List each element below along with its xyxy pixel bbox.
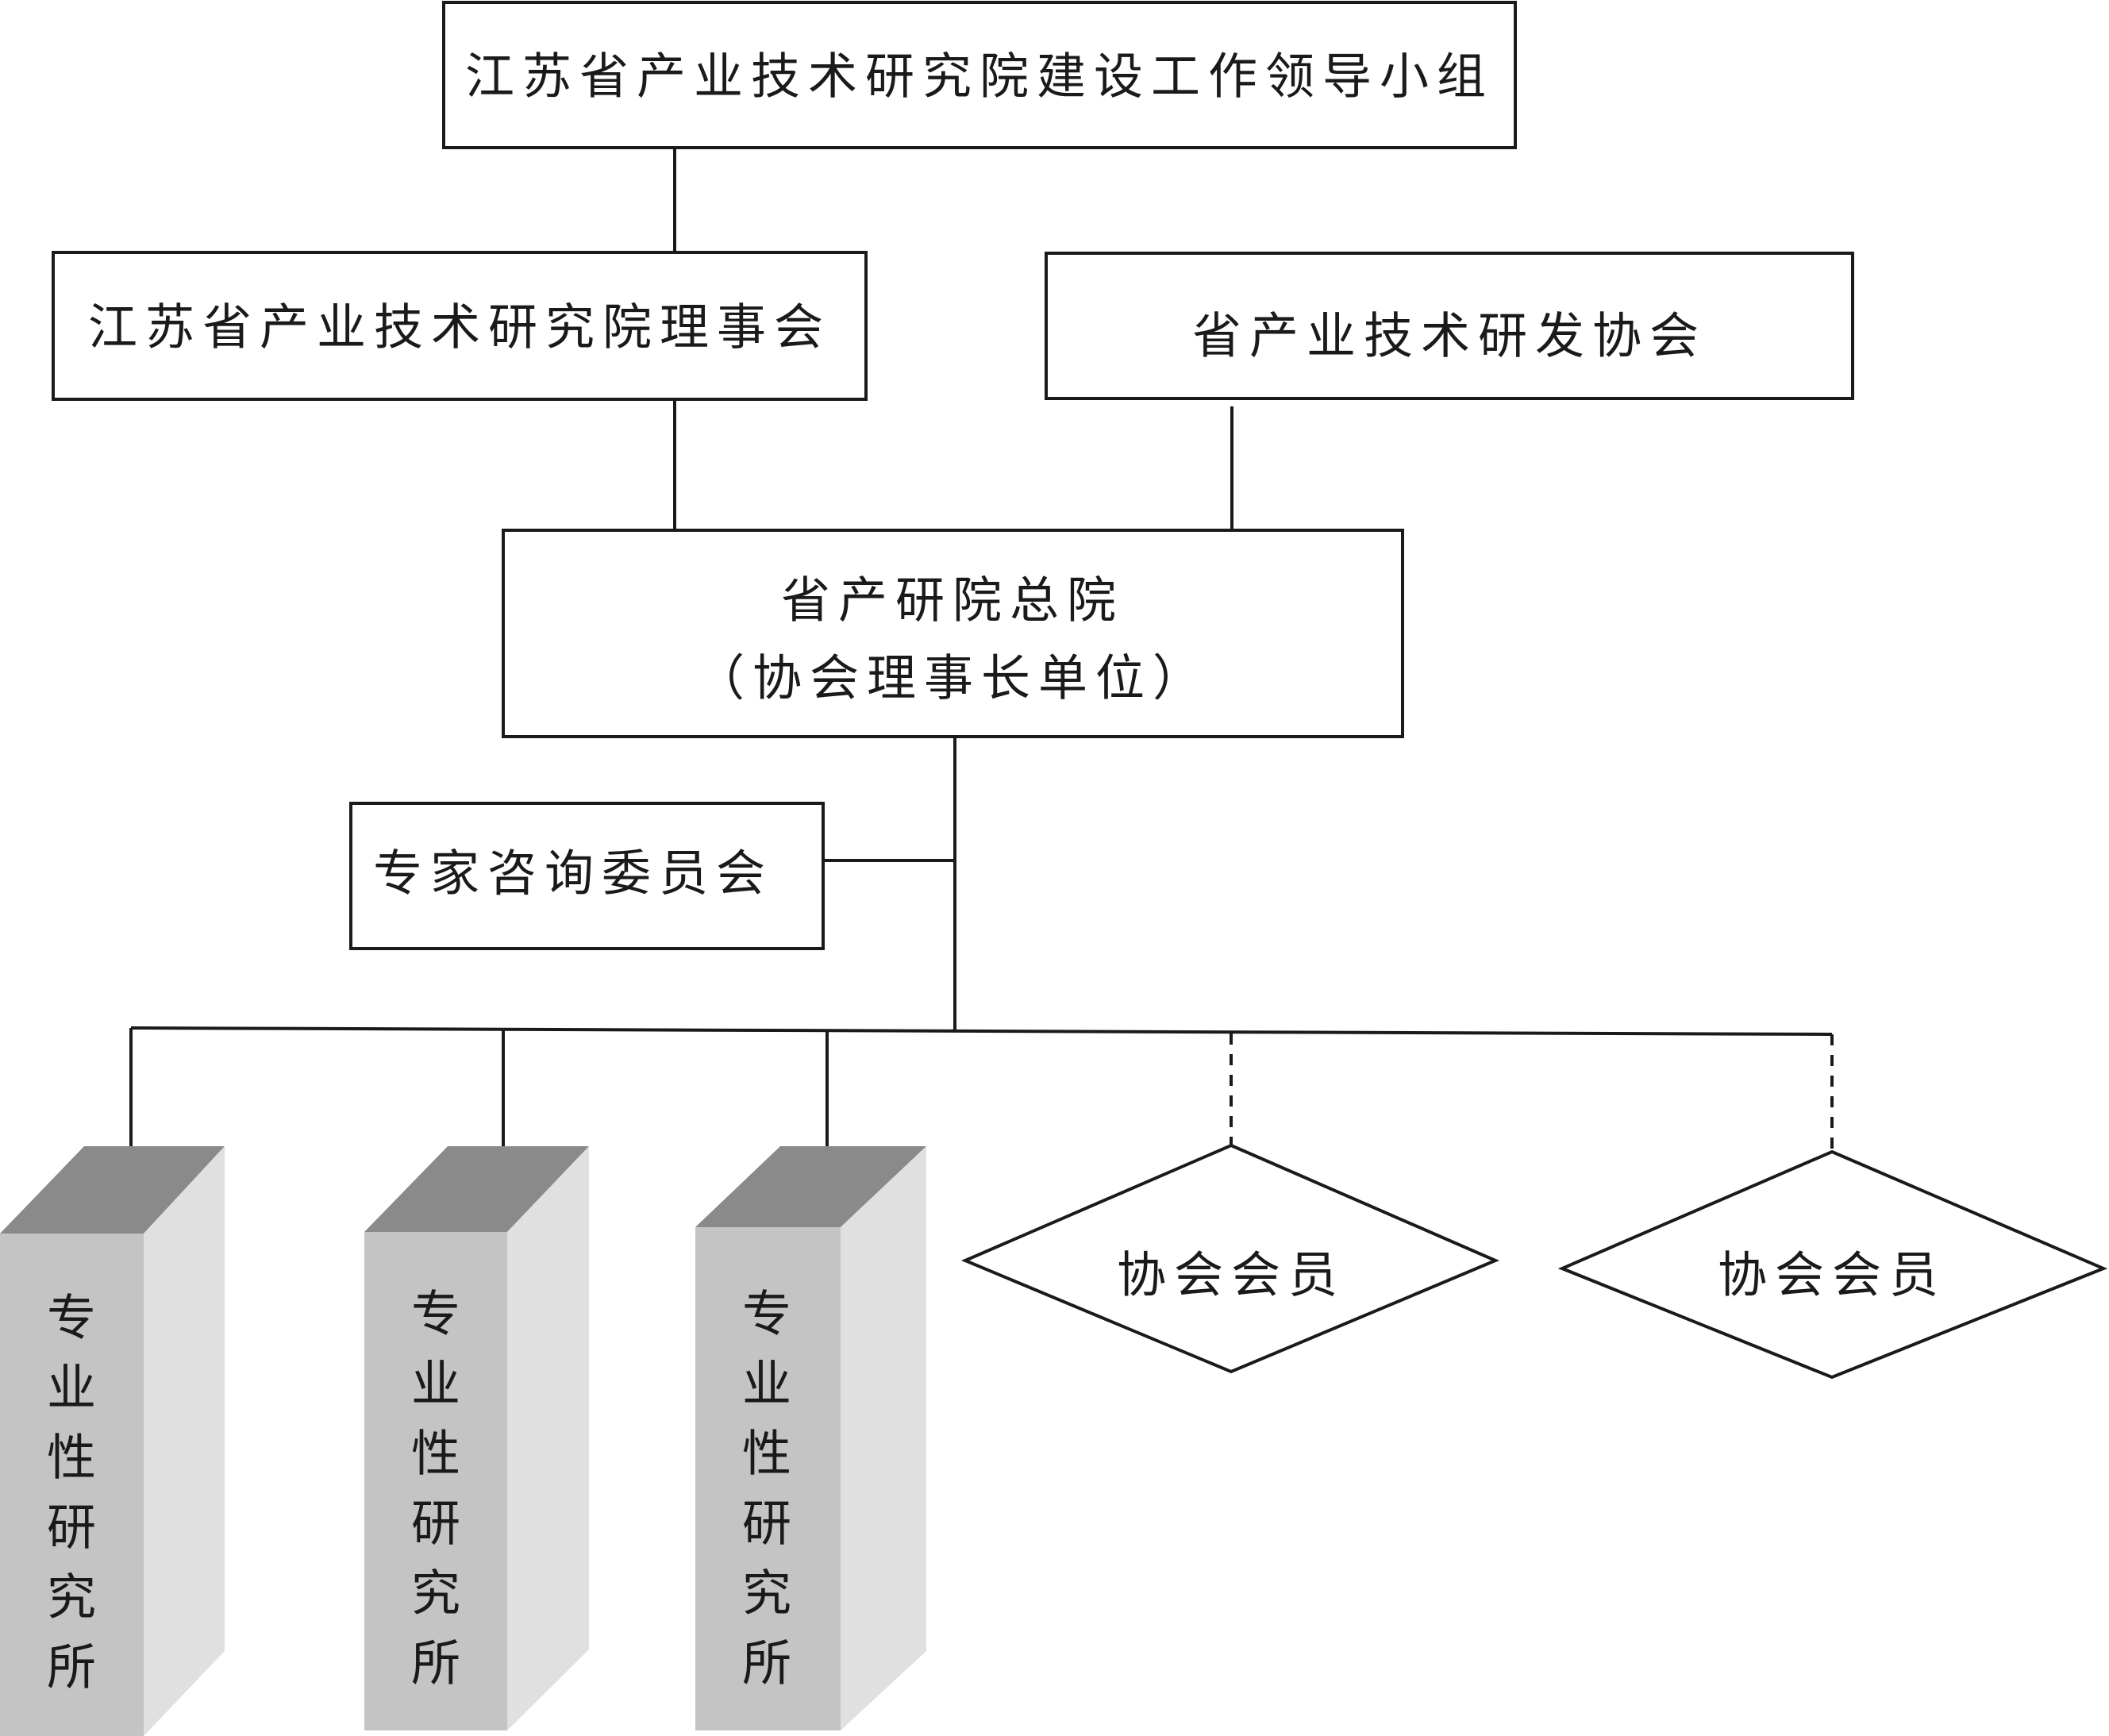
block-front [695, 1227, 841, 1730]
block-top [364, 1146, 589, 1232]
svg-text:性: 性 [411, 1425, 460, 1483]
member-diamond-2: 协会会员 [1557, 1149, 2108, 1380]
block-front [364, 1232, 507, 1730]
association-label: 省产业技术研发协会 [1192, 307, 1707, 365]
svg-text:专: 专 [47, 1289, 96, 1347]
leading-group-label: 江苏省产业技术研究院建设工作领导小组 [465, 48, 1494, 106]
institute-label-3: 专 业 性 研 究 所 [742, 1285, 791, 1692]
institute-block-3: 专 业 性 研 究 所 [695, 1146, 926, 1730]
svg-text:业: 业 [411, 1355, 460, 1413]
connectors [129, 148, 1834, 1152]
svg-text:专: 专 [742, 1285, 791, 1343]
block-top [0, 1146, 225, 1234]
diamond-shape [960, 1143, 1500, 1374]
council-box: 江苏省产业技术研究院理事会 [52, 251, 868, 401]
svg-text:究: 究 [47, 1569, 96, 1626]
svg-text:业: 业 [47, 1359, 96, 1417]
svg-text:所: 所 [411, 1634, 460, 1692]
svg-text:所: 所 [47, 1638, 96, 1696]
connector-horizontal-bus [130, 1026, 1833, 1036]
block-side [841, 1146, 926, 1730]
member-label-1: 协会会员 [1117, 1246, 1345, 1304]
block-front [0, 1234, 144, 1736]
headquarters-box: 省产研院总院 （协会理事长单位） [502, 529, 1404, 738]
svg-text:业: 业 [742, 1355, 791, 1413]
svg-text:究: 究 [742, 1565, 791, 1622]
institute-label-2: 专 业 性 研 究 所 [411, 1285, 460, 1692]
svg-text:性: 性 [742, 1425, 791, 1483]
svg-text:所: 所 [742, 1634, 791, 1692]
member-diamond-1: 协会会员 [960, 1143, 1500, 1374]
svg-text:专: 专 [411, 1285, 460, 1343]
svg-text:研: 研 [411, 1495, 460, 1553]
leading-group-box: 江苏省产业技术研究院建设工作领导小组 [442, 1, 1517, 149]
institute-label-1: 专 业 性 研 究 所 [47, 1289, 96, 1696]
diamond-shape [1557, 1149, 2108, 1380]
headquarters-label-line1: 省产研院总院 [781, 572, 1124, 629]
institute-block-1: 专 业 性 研 究 所 [0, 1146, 225, 1736]
member-label-2: 协会会员 [1718, 1246, 1946, 1304]
council-label: 江苏省产业技术研究院理事会 [88, 298, 831, 356]
svg-text:研: 研 [47, 1499, 96, 1557]
svg-text:研: 研 [742, 1495, 791, 1553]
block-side [507, 1146, 589, 1730]
block-top [695, 1146, 926, 1227]
block-side [144, 1146, 225, 1736]
svg-text:性: 性 [47, 1429, 96, 1487]
svg-text:究: 究 [411, 1565, 460, 1622]
association-box: 省产业技术研发协会 [1045, 252, 1854, 400]
expert-committee-label: 专家咨询委员会 [373, 845, 773, 903]
headquarters-label-line2: （协会理事长单位） [695, 649, 1210, 707]
expert-committee-box: 专家咨询委员会 [349, 802, 825, 950]
institute-block-2: 专 业 性 研 究 所 [364, 1146, 589, 1730]
